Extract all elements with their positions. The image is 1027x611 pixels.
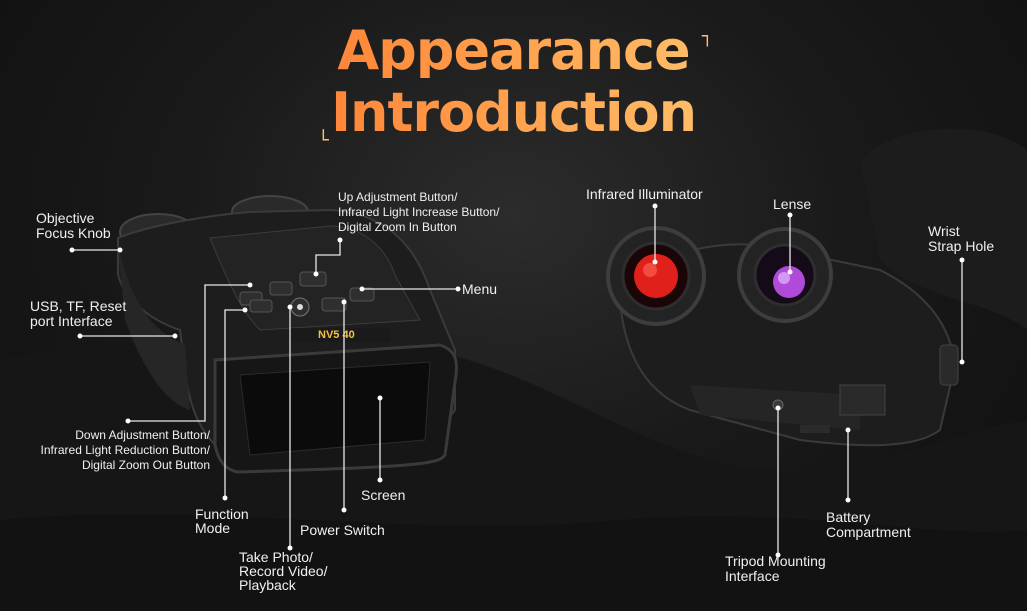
callout-down-adjustment: Down Adjustment Button/ Infrared Light R… <box>40 428 210 472</box>
callout-screen: Screen <box>361 487 406 503</box>
callout-lense: Lense <box>773 196 812 212</box>
model-badge: NV5 40 <box>318 329 355 341</box>
callout-battery-compartment: Battery Compartment <box>826 509 911 540</box>
callout-tripod-mounting: Tripod Mounting Interface <box>725 553 826 584</box>
callout-wrist-strap-hole: Wrist Strap Hole <box>928 223 995 254</box>
title-line-2: Introduction <box>0 86 1027 140</box>
callout-up-adjustment: Up Adjustment Button/ Infrared Light Inc… <box>338 190 500 234</box>
title-bracket-top: ┐ <box>702 26 713 47</box>
callout-menu: Menu <box>462 281 498 297</box>
callout-function-mode: Function Mode <box>195 506 249 536</box>
callout-objective-focus-knob: Objective Focus Knob <box>36 210 111 241</box>
title-bracket-bottom: └ <box>318 130 329 151</box>
title-line-1: Appearance <box>0 24 1027 78</box>
callout-power-switch: Power Switch <box>300 522 385 538</box>
callout-infrared-illuminator: Infrared Illuminator <box>586 186 703 202</box>
callout-take-photo: Take Photo/ Record Video/ Playback <box>239 549 328 593</box>
callout-usb-tf-reset: USB, TF, Reset port Interface <box>30 298 127 329</box>
